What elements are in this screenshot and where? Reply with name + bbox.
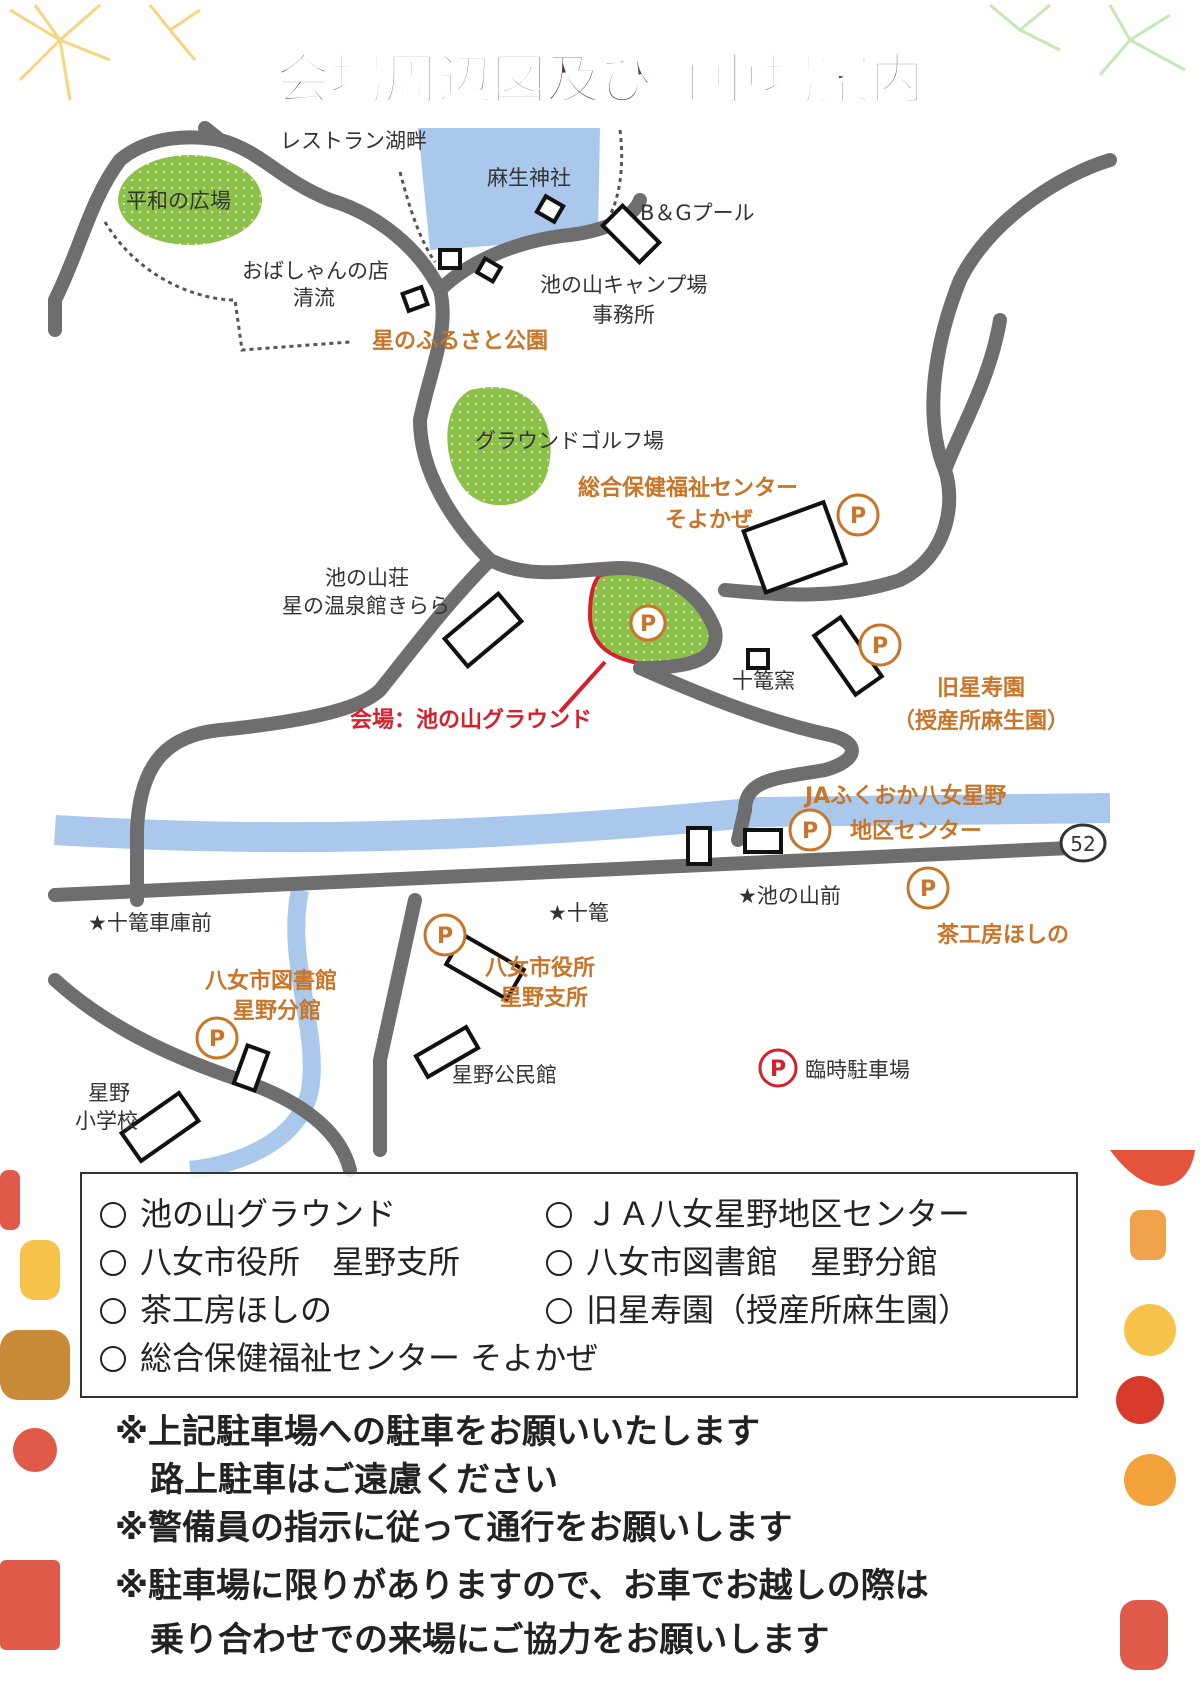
circle-icon [100, 1202, 126, 1228]
parking-icon-venue [629, 604, 667, 642]
label-bus-ikenoyamamae: ★池の山前 [738, 884, 841, 908]
legend-item: 八女市役所 星野支所 [100, 1242, 460, 1282]
label-bus-jukkama: ★十篭 [548, 901, 609, 925]
label-school-2: 小学校 [75, 1109, 138, 1133]
parking-letter-venue: P [640, 612, 656, 637]
page-title: 会場周辺図及び駐車場案内 [276, 48, 924, 111]
parking-icon-library [195, 1016, 239, 1060]
label-heiwa: 平和の広場 [126, 189, 231, 213]
parking-icon-welfare [836, 493, 880, 537]
trail-lines [103, 129, 624, 352]
parking-icon-ja [788, 808, 832, 852]
label-old-home-1: 旧星寿園 [937, 675, 1025, 701]
label-obachan-2: 清流 [293, 286, 335, 310]
route-52-shield [1059, 823, 1107, 863]
parking-markers [195, 493, 950, 1088]
circle-icon [546, 1298, 572, 1324]
circle-icon [100, 1346, 126, 1372]
label-hoshi-park: 星のふるさと公園 [372, 329, 548, 354]
circle-icon [100, 1298, 126, 1324]
legend-item-label: 旧星寿園（授産所麻生園） [586, 1291, 971, 1329]
festival-decoration-right [1110, 1150, 1195, 1670]
legend-item-label: ＪＡ八女星野地区センター [586, 1195, 971, 1233]
firework-decoration-left [9, 3, 201, 101]
label-school-1: 星野 [88, 1081, 130, 1105]
heiwa-park-area [118, 155, 262, 245]
label-hall: 星野公民館 [452, 1063, 557, 1087]
note-line: ※駐車場に限りがありますので、お車でお越しの際は [115, 1566, 929, 1606]
legend-item-label: 総合保健福祉センター そよかぜ [140, 1339, 599, 1377]
label-welfare-1: 総合保健福祉センター [578, 475, 798, 501]
label-library-2: 星野分館 [233, 998, 321, 1024]
label-obachan-1: おばしゃんの店 [242, 259, 389, 283]
label-venue: 会場：池の山グラウンド [350, 707, 592, 733]
legend-item-label: 池の山グラウンド [140, 1195, 397, 1233]
parking-letter-teakobo: P [920, 877, 936, 902]
note-line: ※警備員の指示に従って通行をお願いします [115, 1508, 793, 1548]
legend-item-label: 八女市役所 星野支所 [140, 1243, 461, 1281]
parking-legend-box: 池の山グラウンド ＪＡ八女星野地区センター 八女市役所 星野支所 八女市図書館 … [80, 1172, 1078, 1398]
parking-letter-legend: P [770, 1057, 786, 1082]
label-cityhall-2: 星野支所 [500, 986, 588, 1011]
circle-icon [100, 1250, 126, 1276]
parking-letter-welfare: P [850, 504, 866, 529]
legend-item: 八女市図書館 星野分館 [546, 1242, 938, 1282]
label-shrine: 麻生神社 [487, 166, 571, 190]
label-old-home-2: （授産所麻生園） [893, 708, 1069, 734]
legend-item: 茶工房ほしの [100, 1290, 332, 1330]
parking-letter-cityhall: P [437, 924, 453, 949]
note-line: 路上駐車はご遠慮ください [150, 1460, 558, 1500]
legend-item: 旧星寿園（授産所麻生園） [546, 1290, 970, 1330]
label-library-1: 八女市図書館 [205, 968, 337, 994]
label-jukkama: 十篭窯 [732, 669, 795, 693]
legend-item: 池の山グラウンド [100, 1194, 396, 1234]
label-camp-1: 池の山キャンプ場 [540, 273, 707, 297]
label-teakobo: 茶工房ほしの [937, 922, 1069, 948]
golf-ground-area [447, 387, 551, 506]
label-bus-jukkamasha: ★十篭車庫前 [88, 911, 212, 935]
parking-icon-cityhall [423, 913, 467, 957]
legend-item-label: 茶工房ほしの [140, 1291, 333, 1329]
firework-decoration-right [989, 3, 1186, 76]
label-pool: B＆Gプール [640, 201, 755, 225]
label-welfare-2: そよかぜ [665, 508, 753, 533]
legend-item-label: 八女市図書館 星野分館 [586, 1243, 939, 1281]
circle-icon [546, 1250, 572, 1276]
legend-item: 総合保健福祉センター そよかぜ [100, 1338, 598, 1378]
parking-icon-legend [758, 1048, 798, 1088]
label-camp-2: 事務所 [592, 303, 655, 327]
parking-letter-old-home: P [872, 634, 888, 659]
label-ikenoyama-2: 星の温泉館きらら [282, 594, 450, 618]
label-parking-legend: 臨時駐車場 [805, 1058, 910, 1082]
festival-decoration-left [0, 1170, 70, 1650]
parking-icon-old-home [858, 623, 902, 667]
label-golf: グラウンドゴルフ場 [475, 429, 664, 453]
road-network [48, 121, 1117, 1177]
parking-letter-library: P [209, 1027, 225, 1052]
route-52-number: 52 [1070, 832, 1095, 856]
label-restaurant: レストラン湖畔 [280, 129, 427, 153]
parking-letter-ja: P [802, 819, 818, 844]
legend-item: ＪＡ八女星野地区センター [546, 1194, 970, 1234]
venue-pointer-line [558, 660, 607, 714]
label-cityhall-1: 八女市役所 [485, 955, 595, 981]
note-line: 乗り合わせでの来場にご協力をお願いします [150, 1620, 830, 1660]
parking-icon-teakobo [906, 866, 950, 910]
label-ikenoyama-1: 池の山荘 [325, 566, 409, 590]
building-markers [118, 193, 885, 1164]
note-line: ※上記駐車場への駐車をお願いいたします [115, 1412, 761, 1452]
label-ja-2: 地区センター [850, 819, 982, 844]
circle-icon [546, 1202, 572, 1228]
label-ja-1: JAふくおか八女星野 [803, 783, 1006, 809]
